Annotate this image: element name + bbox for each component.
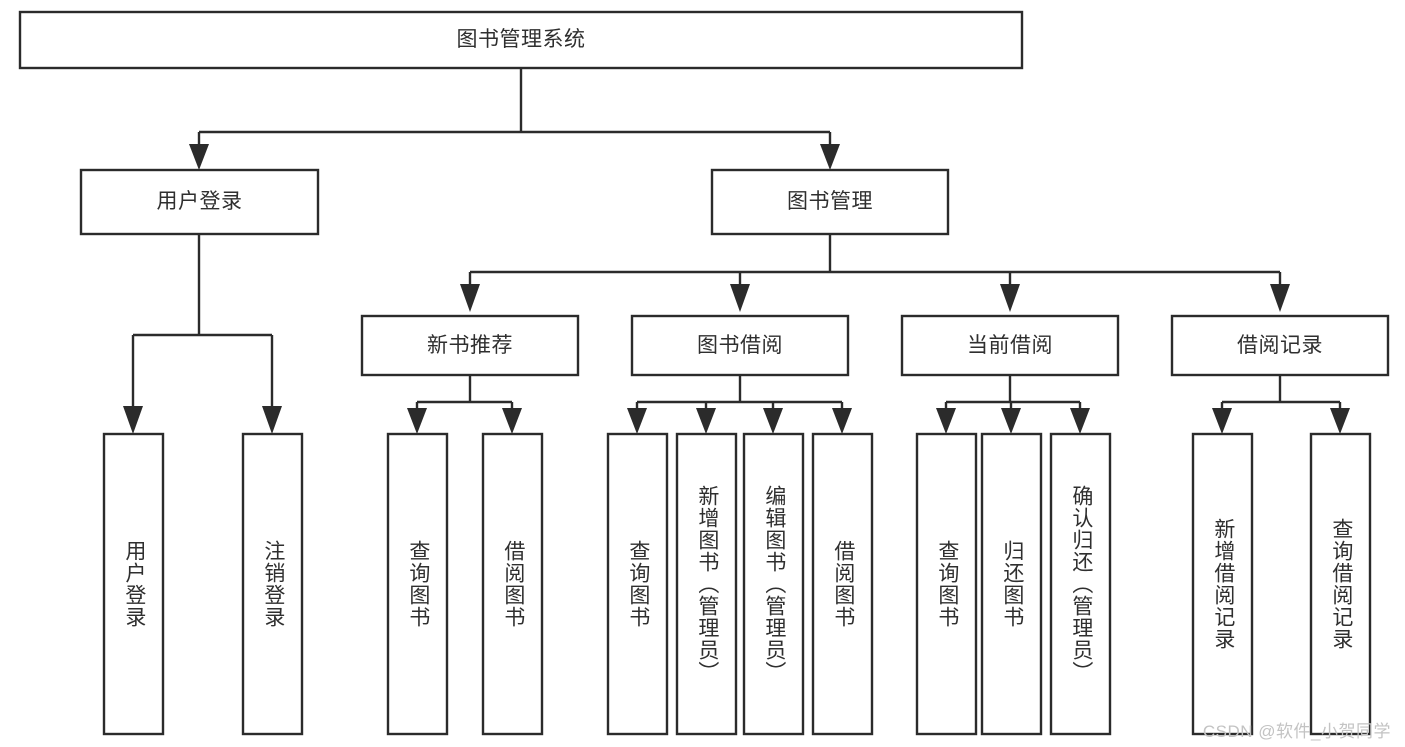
node-box-leaf-logout-login[interactable] (241, 432, 304, 736)
node-box-title[interactable] (18, 10, 1024, 70)
node-box-book-borrow[interactable] (630, 314, 850, 377)
node-box-leaf-confirm-return[interactable] (1049, 432, 1112, 736)
node-box-leaf-return-book[interactable] (980, 432, 1043, 736)
node-box-leaf-query-book-3[interactable] (915, 432, 978, 736)
arrow-head-leaf-edit-book (763, 408, 783, 434)
node-box-leaf-user-login[interactable] (102, 432, 165, 736)
arrow-head-current-borrow (1000, 284, 1020, 312)
arrow-head-leaf-query-record (1330, 408, 1350, 434)
node-box-leaf-query-record[interactable] (1309, 432, 1372, 736)
arrow-head-leaf-logout-login (262, 406, 282, 434)
arrow-head-leaf-add-record (1212, 408, 1232, 434)
arrow-head-leaf-user-login (123, 406, 143, 434)
node-box-user-login[interactable] (79, 168, 320, 236)
arrow-head-leaf-borrow-book-1 (502, 408, 522, 434)
arrow-head-book-management (820, 144, 840, 170)
arrow-head-leaf-query-book-2 (627, 408, 647, 434)
node-box-leaf-query-book-1[interactable] (386, 432, 449, 736)
arrow-head-leaf-borrow-book-2 (832, 408, 852, 434)
arrow-head-leaf-confirm-return (1070, 408, 1090, 434)
node-box-leaf-borrow-book-1[interactable] (481, 432, 544, 736)
node-box-new-book-recommend[interactable] (360, 314, 580, 377)
node-box-leaf-borrow-book-2[interactable] (811, 432, 874, 736)
node-box-leaf-query-book-2[interactable] (606, 432, 669, 736)
arrow-head-new-book-recommend (460, 284, 480, 312)
arrow-head-leaf-query-book-1 (407, 408, 427, 434)
node-box-borrow-record[interactable] (1170, 314, 1390, 377)
arrow-head-leaf-return-book (1001, 408, 1021, 434)
node-box-leaf-add-record[interactable] (1191, 432, 1254, 736)
arrow-head-user-login (189, 144, 209, 170)
node-box-current-borrow[interactable] (900, 314, 1120, 377)
arrow-head-book-borrow (730, 284, 750, 312)
node-box-leaf-add-book[interactable] (675, 432, 738, 736)
arrow-head-leaf-query-book-3 (936, 408, 956, 434)
arrow-head-leaf-add-book (696, 408, 716, 434)
node-box-book-management[interactable] (710, 168, 950, 236)
arrow-head-borrow-record (1270, 284, 1290, 312)
node-box-leaf-edit-book[interactable] (742, 432, 805, 736)
